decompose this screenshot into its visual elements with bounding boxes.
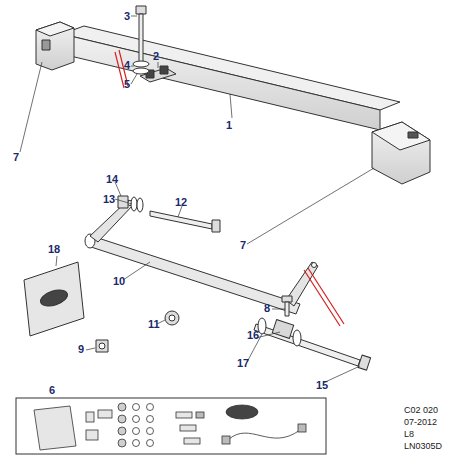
callout-number: 7	[240, 240, 246, 251]
callout-number: 7	[13, 152, 19, 163]
callout-number: 8	[264, 303, 270, 314]
reference-code: LN0305D	[404, 442, 442, 451]
callout-number: 1	[226, 120, 232, 131]
callout-number: 10	[113, 276, 125, 287]
callout-number: 3	[124, 11, 130, 22]
callout-number: 16	[247, 330, 259, 341]
callout-number: 12	[175, 197, 187, 208]
callout-number: 4	[124, 60, 130, 71]
reference-code: 07-2012	[404, 418, 437, 427]
reference-code: L8	[404, 430, 414, 439]
callout-number: 6	[49, 385, 55, 396]
callout-number: 5	[124, 79, 130, 90]
callout-number: 18	[48, 244, 60, 255]
reference-code: C02 020	[404, 406, 438, 415]
callout-number: 17	[237, 358, 249, 369]
callout-number: 13	[103, 194, 115, 205]
callout-number: 9	[78, 344, 84, 355]
callout-number: 2	[153, 51, 159, 62]
callout-number: 11	[148, 319, 160, 330]
callout-number: 14	[106, 174, 118, 185]
callout-number: 15	[316, 380, 328, 391]
